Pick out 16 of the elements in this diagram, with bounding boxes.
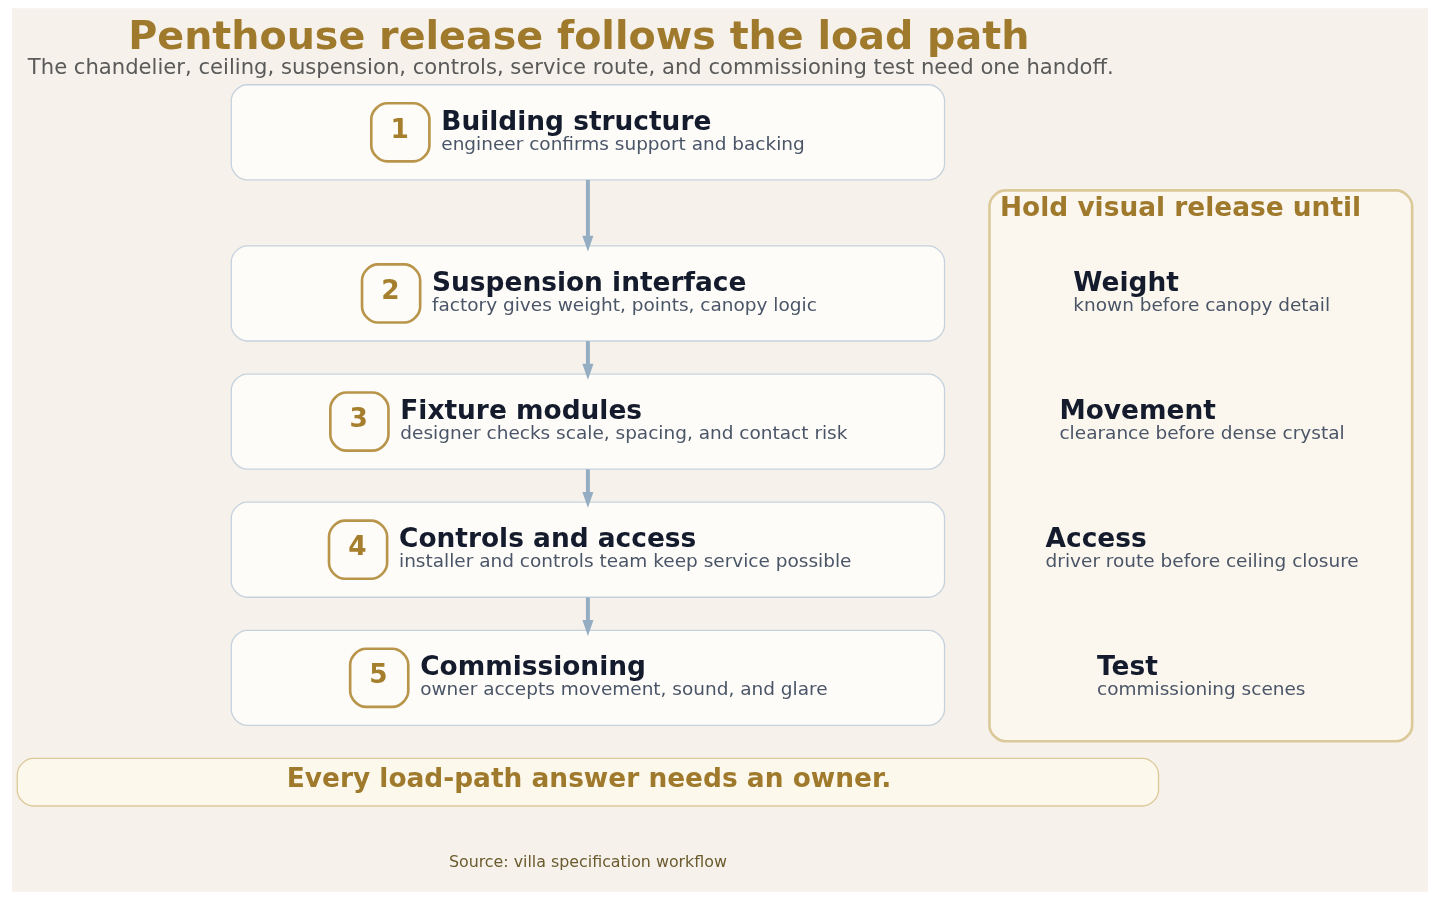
arrow xyxy=(582,179,594,252)
diagram-title: Penthouse release follows the load path xyxy=(128,12,1030,59)
node-box: 1 Building structure engineer confirms support and backing xyxy=(230,84,946,181)
label: Source: villa specification workflow xyxy=(448,851,727,871)
node-box: 3 Fixture modules designer checks scale, spacing, and contact risk xyxy=(230,373,946,470)
node-box: 5 Commissioning owner accepts movement, sound, and glare xyxy=(230,629,946,727)
arrow xyxy=(582,597,594,636)
node-box: 2 Suspension interface factory gives weight, points, canopy logic xyxy=(230,245,946,342)
arrow xyxy=(582,469,594,508)
node-text: Weight known before canopy detail xyxy=(1073,265,1331,315)
node-box: 4 Controls and access installer and controls team keep service possible xyxy=(230,501,946,598)
node-text: Access driver route before ceiling closure xyxy=(1045,522,1359,572)
node-box: Every load-path answer needs an owner. xyxy=(16,757,1160,807)
node-text: Test commissioning scenes xyxy=(1097,650,1306,700)
node-text: Movement clearance before dense crystal xyxy=(1059,393,1345,444)
arrow xyxy=(582,341,594,380)
